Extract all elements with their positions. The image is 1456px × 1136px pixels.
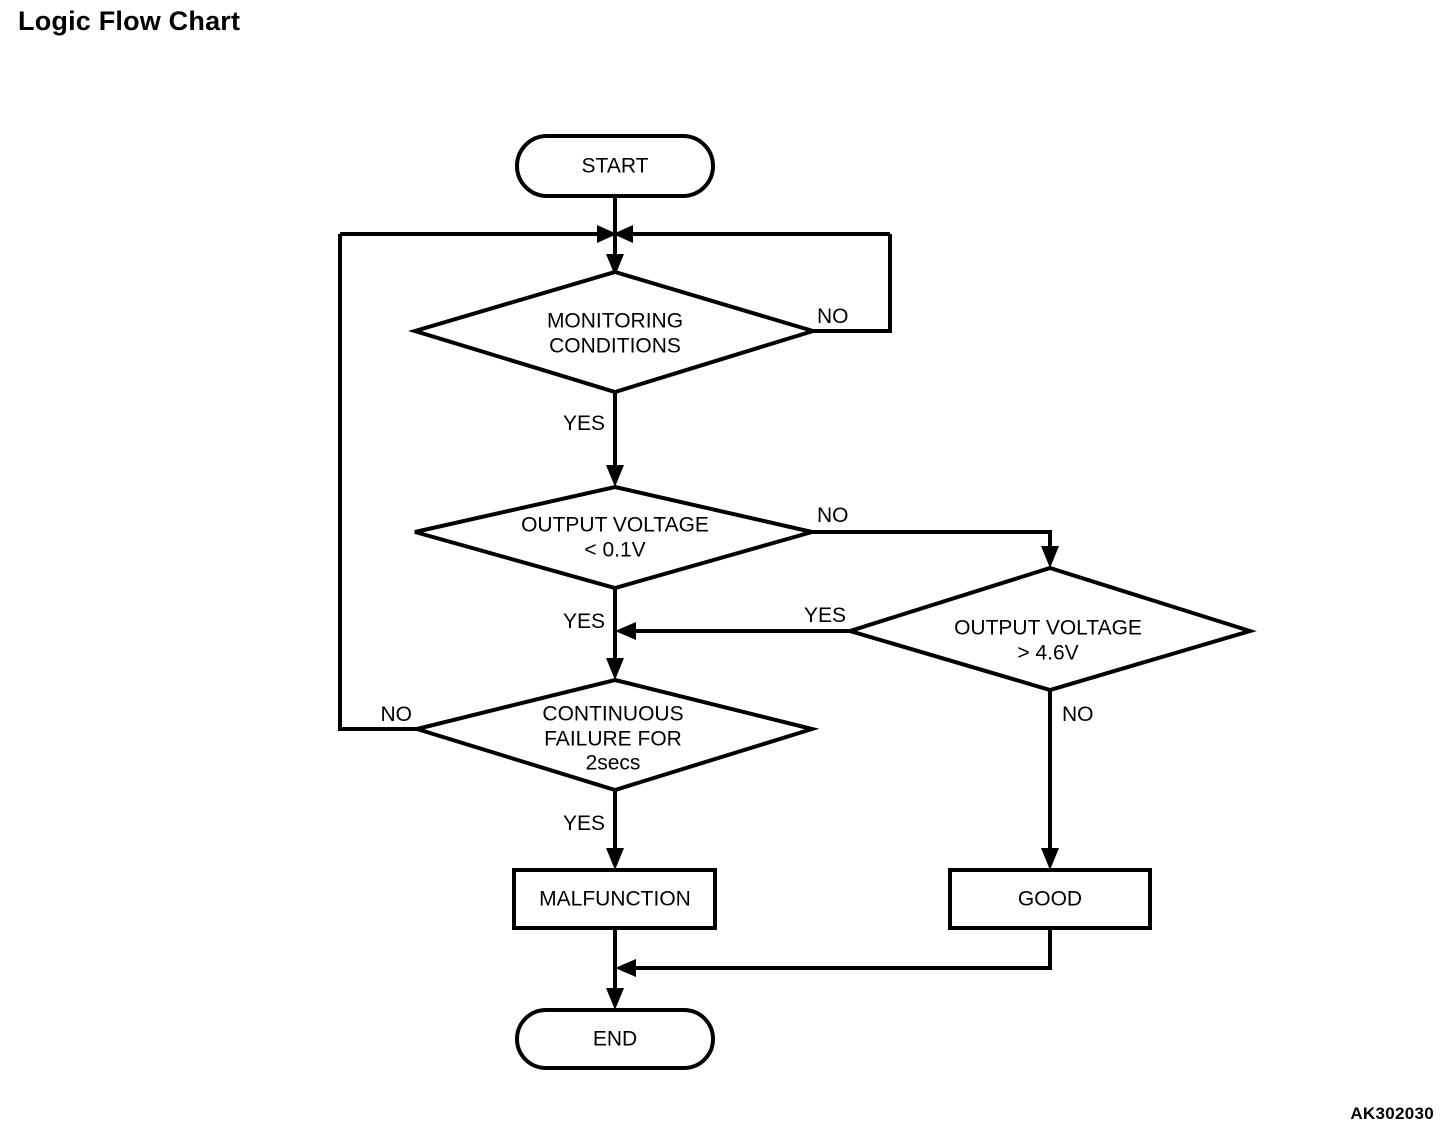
arrowhead-into-out-high <box>1041 546 1059 568</box>
output-voltage-low-shape <box>414 484 813 591</box>
monitoring-label-line1: MONITORING <box>547 310 683 333</box>
node-malfunction[interactable]: MALFUNCTION <box>512 868 717 930</box>
edge-label-cont-fail-yes: YES <box>563 812 605 835</box>
good-label: GOOD <box>1018 888 1082 911</box>
edge-label-out-high-yes: YES <box>804 604 846 627</box>
node-good[interactable]: GOOD <box>948 868 1152 930</box>
output-voltage-low-label-line2: < 0.1V <box>584 539 645 562</box>
edge-out-high-yes <box>615 622 850 640</box>
good-shape <box>948 868 1152 930</box>
arrowhead-into-good <box>1041 848 1059 870</box>
output-voltage-high-label-line2: > 4.6V <box>1017 642 1078 665</box>
arrowhead-into-end <box>606 988 624 1010</box>
end-shape <box>515 1008 715 1070</box>
node-monitoring-conditions[interactable]: MONITORING CONDITIONS <box>408 269 820 395</box>
arrowhead-into-monitoring <box>606 254 624 276</box>
arrowhead-right-loop-join <box>613 225 633 243</box>
monitoring-shape <box>408 269 820 395</box>
arrowhead-into-cont-fail <box>606 658 624 680</box>
start-shape <box>515 134 715 198</box>
node-end[interactable]: END <box>515 1008 715 1070</box>
end-label: END <box>593 1028 637 1051</box>
node-output-voltage-high[interactable]: OUTPUT VOLTAGE > 4.6V <box>843 565 1257 693</box>
edge-monitoring-yes <box>606 392 624 487</box>
arrowhead-good-join <box>615 959 636 977</box>
page-title: Logic Flow Chart <box>18 6 241 36</box>
output-voltage-low-label-line1: OUTPUT VOLTAGE <box>521 514 709 537</box>
edge-left-loop-return <box>340 225 617 243</box>
edge-label-cont-fail-no: NO <box>381 703 413 726</box>
arrowhead-into-out-low <box>606 465 624 487</box>
continuous-failure-shape <box>409 677 820 793</box>
continuous-failure-label-line2: FAILURE FOR <box>544 728 682 751</box>
malfunction-label: MALFUNCTION <box>539 888 691 911</box>
edge-out-low-yes <box>606 588 624 680</box>
edge-out-high-no <box>1041 690 1059 870</box>
arrowhead-out-high-yes-join <box>615 622 636 640</box>
edge-label-monitoring-yes: YES <box>563 412 605 435</box>
arrowhead-into-malfunction <box>606 848 624 870</box>
continuous-failure-label-line3: 2secs <box>586 752 641 775</box>
figure-code: AK302030 <box>1350 1104 1434 1123</box>
edge-out-low-no <box>812 530 1059 568</box>
edge-malfunction-to-end <box>606 928 624 1010</box>
node-start[interactable]: START <box>515 134 715 198</box>
edge-good-to-spine <box>615 928 1052 977</box>
malfunction-shape <box>512 868 717 930</box>
node-output-voltage-low[interactable]: OUTPUT VOLTAGE < 0.1V <box>414 484 813 591</box>
continuous-failure-label-line1: CONTINUOUS <box>542 703 683 726</box>
edge-right-loop-return <box>613 225 890 243</box>
start-label: START <box>582 155 649 178</box>
edge-label-monitoring-no: NO <box>817 305 849 328</box>
edge-label-out-high-no: NO <box>1062 703 1094 726</box>
output-voltage-high-label-line1: OUTPUT VOLTAGE <box>954 617 1142 640</box>
output-voltage-high-shape <box>843 565 1257 693</box>
edge-monitoring-no <box>813 234 892 333</box>
arrowhead-left-loop-join <box>597 225 617 243</box>
edge-cont-fail-no <box>338 234 417 731</box>
edge-label-out-low-yes: YES <box>563 610 605 633</box>
monitoring-label-line2: CONDITIONS <box>549 335 681 358</box>
node-continuous-failure[interactable]: CONTINUOUS FAILURE FOR 2secs <box>409 677 820 793</box>
edge-cont-fail-yes <box>606 790 624 870</box>
edge-label-out-low-no: NO <box>817 504 849 527</box>
